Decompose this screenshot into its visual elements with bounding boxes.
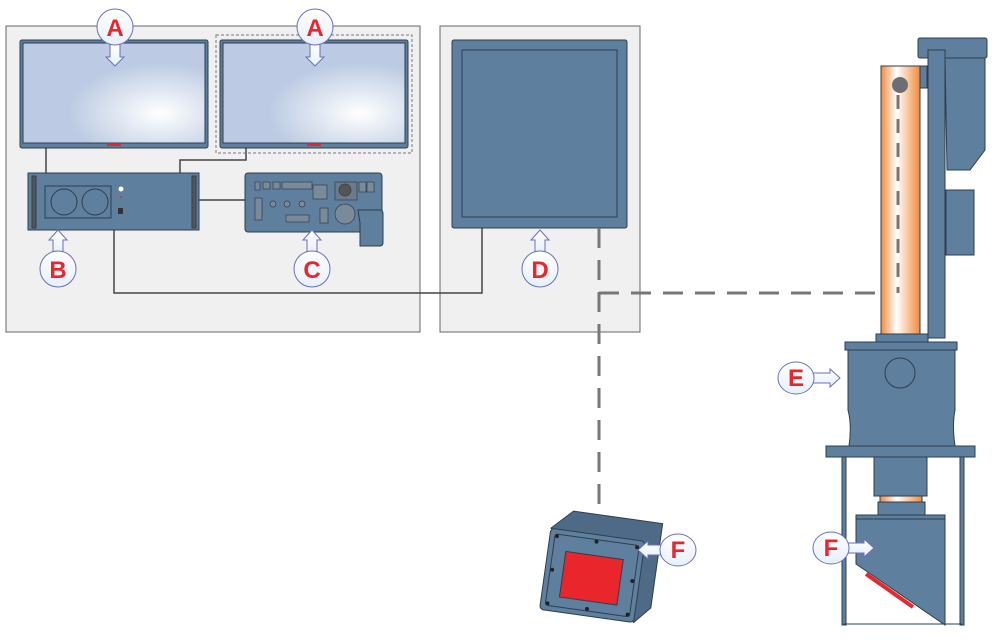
label-f: F — [671, 537, 686, 564]
sensor-f-left — [539, 510, 664, 624]
monitor-left — [19, 39, 209, 149]
display-unit — [451, 39, 628, 229]
callout-f-left: F — [637, 533, 697, 567]
callout-f-right: F — [812, 531, 875, 565]
label-b: B — [49, 257, 66, 284]
callout-a-left: A — [96, 8, 134, 67]
monitor-right — [219, 39, 409, 149]
label-a: A — [106, 15, 123, 42]
control-panel — [244, 172, 384, 247]
callout-b: B — [39, 229, 77, 288]
mast-assembly — [875, 37, 988, 343]
callout-a-right: A — [296, 8, 334, 67]
label-a: A — [306, 15, 323, 42]
label-e: E — [788, 365, 804, 392]
processor-unit — [27, 172, 200, 231]
callout-c: C — [293, 229, 331, 288]
callout-e: E — [777, 361, 841, 395]
label-c: C — [303, 257, 320, 284]
label-d: D — [531, 257, 548, 284]
callout-d: D — [521, 229, 559, 288]
housing-e — [825, 341, 976, 626]
label-f: F — [824, 535, 839, 562]
sensor-f-right — [855, 514, 946, 626]
cables — [45, 148, 483, 294]
